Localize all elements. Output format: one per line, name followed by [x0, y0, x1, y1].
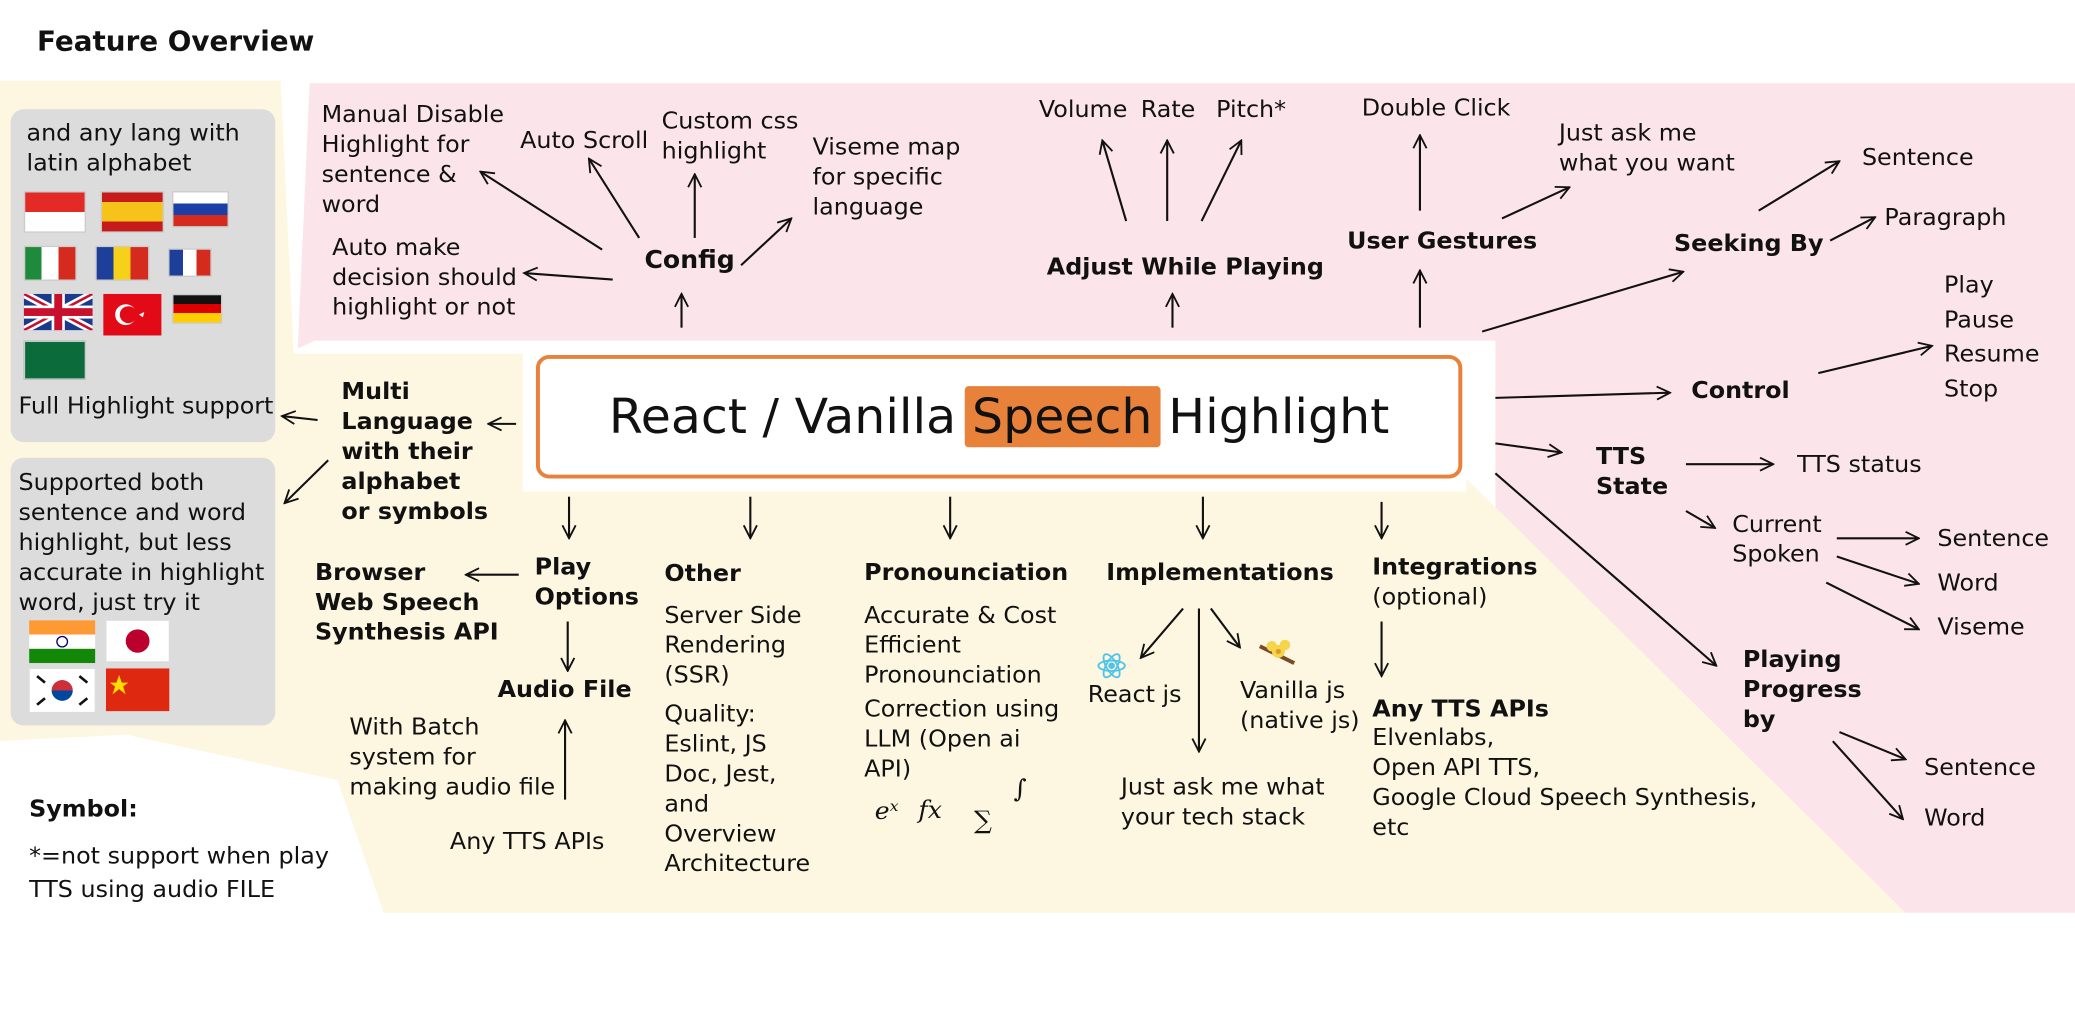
yellow-region: [0, 80, 1906, 913]
integral-symbol: ∫: [1013, 774, 1027, 804]
vanilla-js-text: Vanilla js (native js): [1239, 677, 1360, 735]
pink-region-top: [297, 83, 2075, 913]
audio-file-text: Audio File: [497, 676, 632, 704]
flag-france-icon: [168, 248, 212, 277]
flag-china-icon: [105, 668, 170, 712]
flag-korea-icon: [29, 668, 96, 713]
flag-japan-icon: [105, 620, 170, 662]
vanilla-flower-icon: [1258, 639, 1296, 665]
pitch-text: Pitch*: [1216, 96, 1287, 124]
partial-highlight-text: Supported both sentence and word highlig…: [18, 469, 265, 617]
integrations-heading: Integrations: [1372, 553, 1538, 582]
flag-germany-icon: [172, 293, 223, 324]
auto-scroll-text: Auto Scroll: [520, 127, 649, 155]
sum-symbol: ∑: [973, 806, 992, 835]
auto-decision-text: Auto make decision should highlight or n…: [332, 234, 517, 322]
flag-spain-icon: [100, 191, 165, 233]
tts-providers-text: Elvenlabs, Open API TTS, Google Cloud Sp…: [1372, 724, 1758, 842]
any-tts-apis-heading: Any TTS APIs: [1372, 695, 1549, 723]
integrations-optional-text: (optional): [1372, 583, 1488, 612]
symbol-legend-heading: Symbol:: [29, 795, 138, 824]
adjust-heading: Adjust While Playing: [1046, 253, 1324, 281]
double-click-text: Double Click: [1361, 94, 1511, 123]
gestures-ask-text: Just ask me what you want: [1558, 119, 1735, 177]
config-arrows: [282, 135, 1932, 819]
flag-russia-icon: [172, 191, 229, 228]
control-heading: Control: [1691, 377, 1790, 405]
play-options-heading: Play Options: [534, 553, 639, 612]
rate-text: Rate: [1140, 96, 1196, 124]
flag-uk-icon: [23, 293, 93, 331]
latin-alphabet-text: and any lang with latin alphabet: [26, 119, 240, 177]
ssr-text: Server Side Rendering (SSR): [664, 602, 802, 690]
flag-india-icon: [29, 620, 96, 664]
center-title-pre: React / Vanilla: [608, 388, 957, 445]
flag-italy-icon: [23, 245, 77, 281]
batch-system-text: With Batch system for making audio file: [349, 713, 556, 801]
accurate-text: Accurate & Cost Efficient Pronounciation: [864, 602, 1057, 690]
volume-text: Volume: [1038, 96, 1128, 124]
progress-heading: Playing Progress by: [1742, 646, 1862, 734]
flag-turkey-icon: [103, 293, 162, 336]
flag-saudi-icon: [23, 340, 87, 380]
symbol-legend-note: *=not support when play TTS using audio …: [29, 842, 329, 904]
custom-css-text: Custom css highlight: [661, 107, 799, 166]
center-title: React / Vanilla Speech Highlight: [540, 359, 1458, 475]
tts-word-text: Word: [1937, 569, 1999, 597]
function-symbol: fx: [918, 795, 942, 825]
progress-word-text: Word: [1924, 804, 1986, 833]
tts-state-heading: TTS State: [1595, 443, 1669, 501]
react-logo-icon: [1097, 653, 1126, 679]
any-tts-text: Any TTS APIs: [449, 828, 605, 856]
center-title-box: React / Vanilla Speech Highlight: [535, 354, 1463, 479]
quality-text: Quality: Eslint, JS Doc, Jest, and Overv…: [664, 700, 811, 878]
full-highlight-support-text: Full Highlight support: [18, 392, 274, 420]
current-spoken-text: Current Spoken: [1732, 511, 1822, 569]
flag-romania-icon: [95, 245, 150, 281]
implementations-heading: Implementations: [1106, 559, 1334, 587]
seeking-heading: Seeking By: [1674, 230, 1824, 258]
center-title-highlight: Speech: [964, 386, 1161, 448]
other-heading: Other: [664, 560, 741, 588]
react-js-text: React js: [1087, 681, 1182, 709]
exponent-symbol: eˣ: [874, 797, 899, 826]
browser-api-text: Browser Web Speech Synthesis API: [314, 559, 499, 647]
center-title-post: Highlight: [1168, 388, 1390, 445]
manual-disable-text: Manual Disable Highlight for sentence & …: [321, 101, 505, 219]
seeking-sentence-text: Sentence: [1861, 144, 1974, 172]
tts-viseme-text: Viseme: [1937, 613, 2025, 642]
viseme-map-text: Viseme map for specific language: [812, 133, 961, 222]
page-title: Feature Overview: [37, 26, 315, 58]
pronounciation-heading: Pronounciation: [864, 559, 1069, 587]
progress-sentence-text: Sentence: [1924, 754, 2036, 782]
config-heading: Config: [644, 245, 735, 275]
seeking-paragraph-text: Paragraph: [1884, 204, 2007, 232]
correction-text: Correction using LLM (Open ai API): [864, 695, 1060, 783]
multi-language-heading: Multi Language with their alphabet or sy…: [341, 378, 489, 526]
flag-indonesia-icon: [23, 191, 87, 233]
tts-sentence-text: Sentence: [1937, 525, 2050, 553]
tts-status-text: TTS status: [1797, 451, 1922, 479]
user-gestures-heading: User Gestures: [1347, 227, 1538, 255]
control-items-text: Play Pause Resume Stop: [1943, 271, 2040, 403]
tech-stack-text: Just ask me what your tech stack: [1120, 773, 1325, 831]
